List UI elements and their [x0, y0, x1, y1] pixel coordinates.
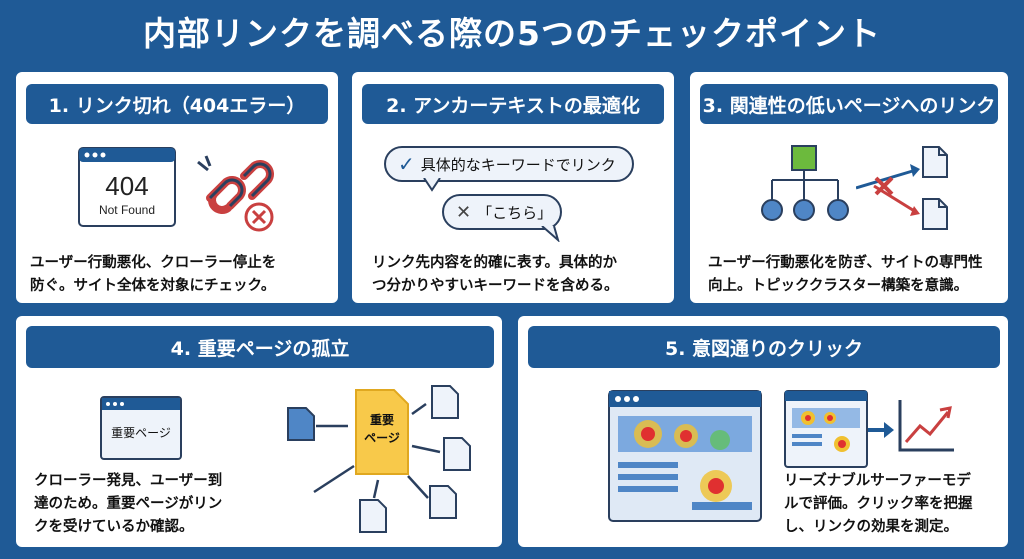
highlight-doc-line1: 重要 [370, 412, 394, 427]
bad-bubble-text: 「こちら」 [477, 203, 553, 222]
bubble-tail-icon [541, 226, 560, 242]
arrow-icon [868, 422, 894, 438]
panel-heading: 2. アンカーテキストの最適化 [362, 84, 664, 124]
document-icon [922, 198, 948, 230]
page-title: 内部リンクを調べる際の5つのチェックポイント [143, 14, 881, 53]
panel-description: リンク先内容を的確に表す。具体的か つ分かりやすいキーワードを含める。 [372, 255, 619, 294]
growth-chart-icon [898, 400, 954, 452]
window-label: 重要ページ [111, 426, 171, 440]
panel-heading: 5. 意図通りのクリック [528, 326, 1000, 368]
panel-irrelevant-links: 3. 関連性の低いページへのリンク ユーザー行動悪化を防ぎ、サイトの専門性 向上… [688, 70, 1010, 305]
check-icon: ✓ [398, 152, 415, 176]
panel-description: ユーザー行動悪化を防ぎ、サイトの専門性 向上。トピッククラスター構築を意識。 [708, 255, 983, 294]
highlight-doc-line2: ページ [364, 431, 400, 445]
panel-heading: 1. リンク切れ（404エラー） [26, 84, 328, 124]
browser-window-icon: 404 Not Found [78, 147, 176, 227]
bubble-tail-icon [423, 178, 441, 192]
panel-description: クローラー発見、ユーザー到 達のため。重要ページがリン クを受けているか確認。 [34, 473, 223, 535]
good-speech-bubble: ✓ 具体的なキーワードでリンク [384, 146, 634, 182]
blocked-arrow-icon [856, 164, 920, 216]
heatmap-window-icon [784, 390, 868, 468]
panel-broken-links: 1. リンク切れ（404エラー） 404 Not Found ユーザー行動悪化、… [14, 70, 340, 305]
panel-orphan-pages: 4. 重要ページの孤立 重要ページ 重要 ページ クローラー発見、 [14, 314, 504, 549]
panel-heading: 4. 重要ページの孤立 [26, 326, 494, 368]
tree-diagram-icon [761, 145, 849, 221]
panel-intended-clicks: 5. 意図通りのクリック リーズナブルサーファーモデ [516, 314, 1010, 549]
panel-description: ユーザー行動悪化、クローラー停止を 防ぐ。サイト全体を対象にチェック。 [30, 255, 277, 294]
panel-heading: 3. 関連性の低いページへのリンク [700, 84, 998, 124]
title-bar: 内部リンクを調べる際の5つのチェックポイント [0, 0, 1024, 62]
browser-window-icon: 重要ページ [100, 396, 182, 460]
error-x-icon [244, 202, 274, 232]
browser-code: 404 [105, 171, 148, 201]
heatmap-window-icon [608, 390, 762, 522]
good-bubble-text: 具体的なキーワードでリンク [420, 155, 616, 174]
panel-anchor-text: 2. アンカーテキストの最適化 ✓ 具体的なキーワードでリンク ✕ 「こちら」 … [350, 70, 676, 305]
cross-icon: ✕ [456, 201, 472, 223]
broken-link-icon [197, 155, 274, 214]
browser-message: Not Found [99, 203, 155, 217]
link-network-icon: 重要 ページ [287, 385, 471, 533]
document-icon [922, 146, 948, 178]
bad-speech-bubble: ✕ 「こちら」 [442, 194, 562, 230]
panel-description: リーズナブルサーファーモデ ルで評価。クリック率を把握 し、リンクの効果を測定。 [784, 473, 973, 535]
